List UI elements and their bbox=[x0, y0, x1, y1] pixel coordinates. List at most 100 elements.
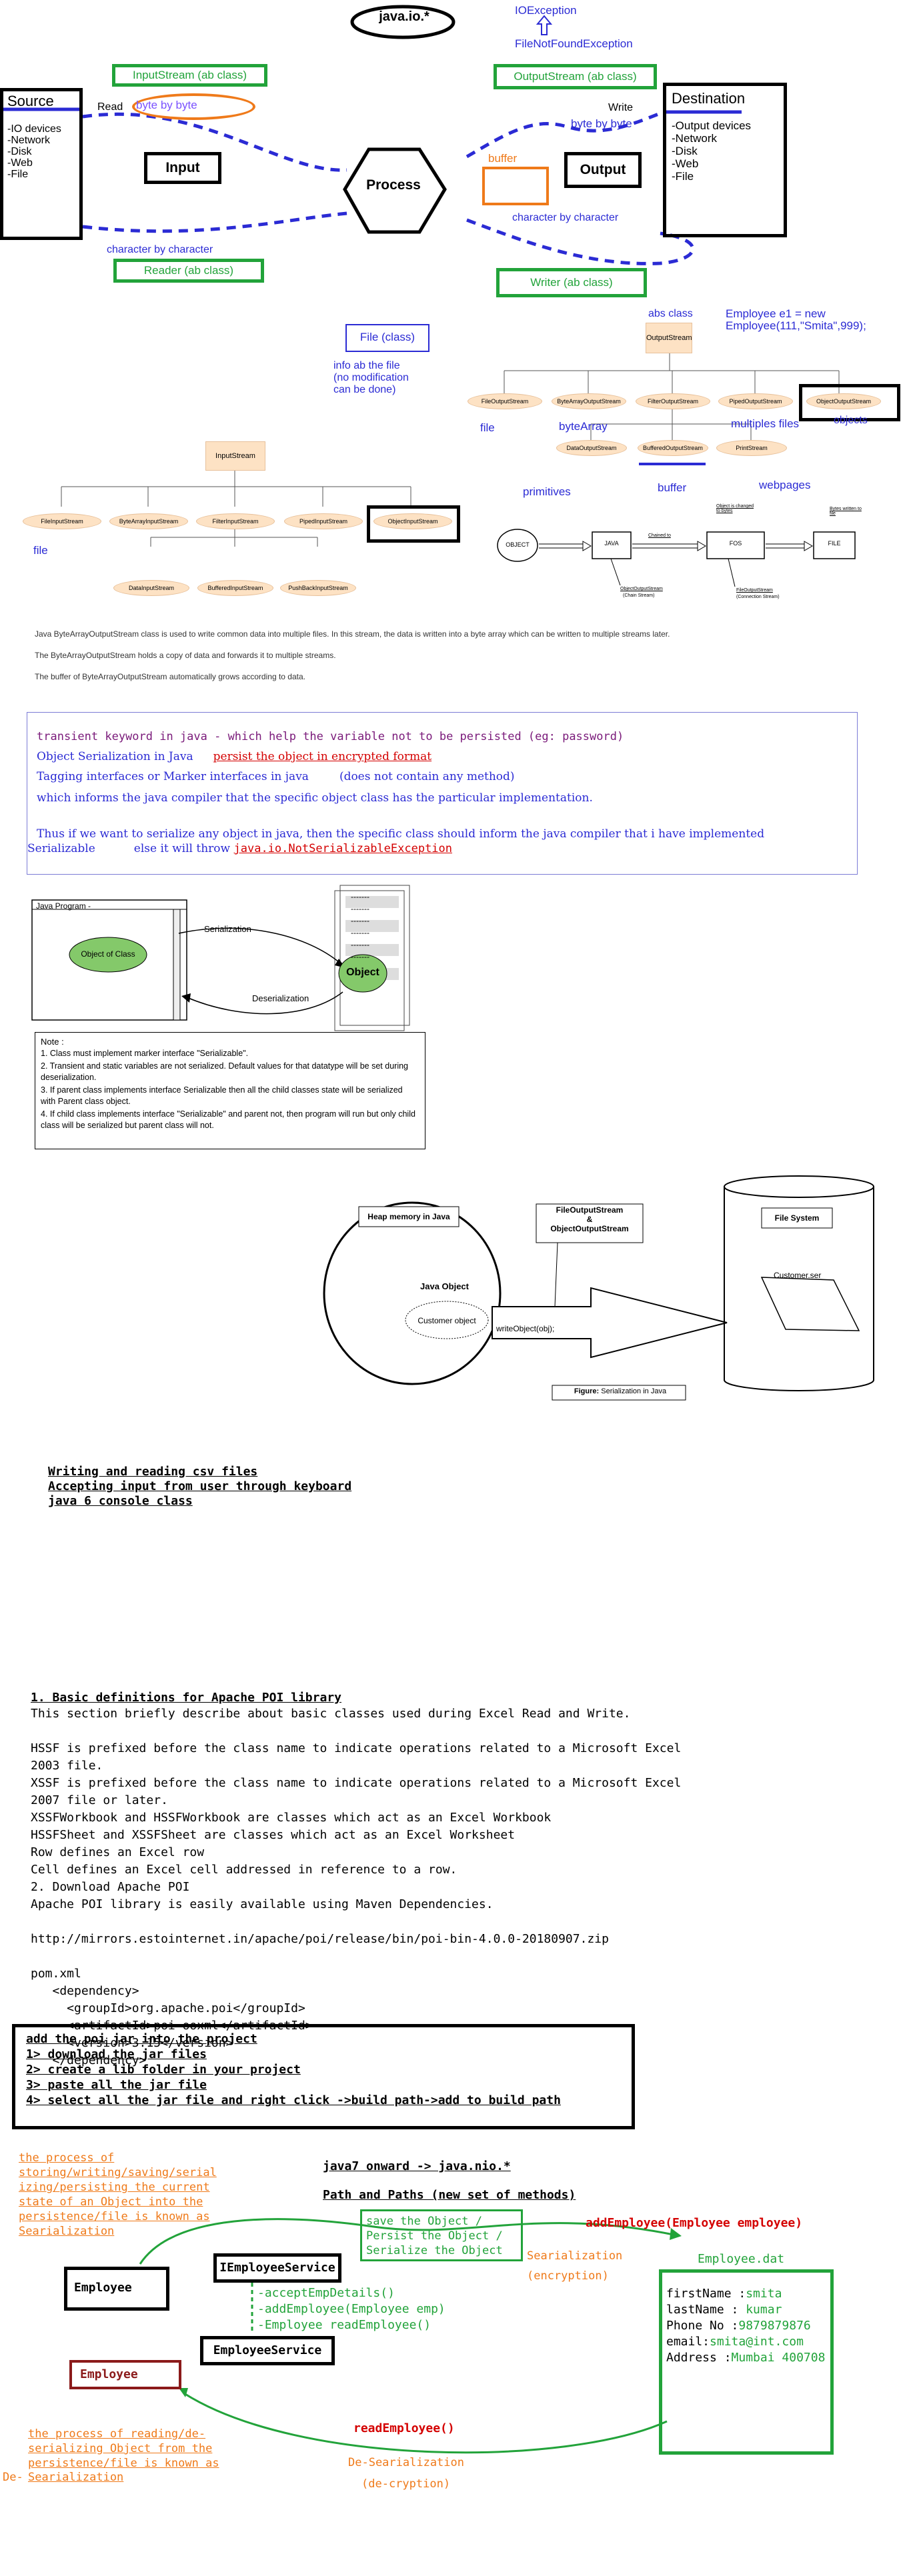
poi-line: HSSF is prefixed before the class name t… bbox=[31, 1741, 682, 1755]
destination-box: Destination -Output devices-Network-Disk… bbox=[663, 83, 787, 237]
save-object-box: save the Object /Persist the Object /Ser… bbox=[360, 2209, 523, 2261]
decryption-label: (de-cryption) bbox=[361, 2477, 451, 2491]
char-by-char-write: character by character bbox=[512, 212, 619, 223]
employee-object-box: Employee bbox=[69, 2360, 181, 2389]
heap-streams-label: FileOutputStream&ObjectOutputStream bbox=[536, 1205, 643, 1233]
dat-field-key: Address : bbox=[666, 2351, 732, 2365]
file-class-box: File (class) bbox=[345, 324, 429, 352]
marker-interface-line: Tagging interfaces or Marker interfaces … bbox=[37, 770, 515, 783]
heap-stream-line: & bbox=[586, 1215, 593, 1224]
out-primitives-label: primitives bbox=[523, 485, 571, 498]
encryption-label: (encryption) bbox=[527, 2269, 609, 2283]
poi-step: 2> create a lib folder in your project bbox=[26, 2063, 301, 2077]
poi-definitions: This section briefly describe about basi… bbox=[31, 1705, 681, 2069]
poi-line: 2007 file or later. bbox=[31, 1793, 168, 1807]
informs-compiler-line: which informs the java compiler that the… bbox=[37, 791, 593, 805]
poi-line: <groupId>org.apache.poi</groupId> bbox=[31, 2001, 305, 2015]
out-multiples-label: multiples files bbox=[731, 417, 800, 430]
abs-class-label: abs class bbox=[648, 308, 693, 319]
buffer-label: buffer bbox=[488, 152, 518, 165]
employee-dat-label: Employee.dat bbox=[698, 2252, 785, 2266]
serialization-label: Searialization bbox=[527, 2249, 623, 2263]
object-output-stream-highlight bbox=[799, 384, 900, 421]
stream-dash-line: ------- bbox=[351, 892, 369, 901]
dat-field-value: Mumbai 400708 bbox=[731, 2351, 826, 2365]
file-system-label: File System bbox=[774, 1213, 820, 1223]
input-stream-class: ByteArrayInputStream bbox=[109, 513, 188, 529]
char-by-char-read: character by character bbox=[107, 244, 213, 255]
serialization-def-line: storing/writing/saving/serial bbox=[19, 2166, 217, 2179]
destination-items: -Output devices-Network-Disk-Web-File bbox=[672, 119, 778, 183]
serialization-def-line: the process of bbox=[19, 2151, 115, 2165]
dat-field-key: firstName : bbox=[666, 2287, 746, 2301]
java7-nio-label: java7 onward -> java.nio.* bbox=[323, 2159, 511, 2173]
read-label: Read bbox=[97, 101, 123, 113]
path-paths-label: Path and Paths (new set of methods) bbox=[323, 2188, 576, 2202]
stream-dash-line: ------- bbox=[351, 904, 369, 913]
note-items: 1. Class must implement marker interface… bbox=[41, 1048, 419, 1131]
reader-abstract-class: Reader (ab class) bbox=[113, 259, 264, 283]
input-stream-root: InputStream bbox=[205, 441, 265, 471]
poi-line: Apache POI library is easily available u… bbox=[31, 1897, 494, 1911]
serialization-arrow-label: Serialization bbox=[204, 924, 251, 934]
process-label: Process bbox=[366, 177, 421, 193]
employee-service-box: EmployeeService bbox=[200, 2336, 335, 2365]
flow-bytes-written: Bytes written to file bbox=[830, 507, 862, 516]
flow-chained-to: Chained to bbox=[648, 533, 671, 538]
byte-by-byte-write: byte by byte bbox=[571, 117, 632, 130]
out-file-label: file bbox=[480, 421, 495, 434]
dat-field: lastName : kumar bbox=[666, 2302, 826, 2318]
serialization-def-line: izing/persisting the current bbox=[19, 2181, 210, 2194]
output-stream-abstract-class: OutputStream (ab class) bbox=[494, 64, 657, 89]
object-stream-label: Object bbox=[346, 967, 379, 978]
io-exception-label: IOException bbox=[515, 4, 577, 17]
dat-field: email:smita@int.com bbox=[666, 2334, 826, 2350]
stream-dash-line: ------- bbox=[351, 928, 369, 937]
save-object-line: Persist the Object / bbox=[366, 2229, 503, 2243]
input-stream-subclass: BufferedInputStream bbox=[197, 580, 273, 596]
stream-dash-line: ------- bbox=[351, 952, 369, 961]
file-info-line: info ab the file bbox=[333, 360, 400, 371]
output-box: Output bbox=[564, 152, 642, 188]
write-label: Write bbox=[608, 102, 634, 113]
destination-item: -File bbox=[672, 170, 694, 183]
stream-dash-line: ------- bbox=[351, 940, 369, 949]
input-stream-class: PipedInputStream bbox=[284, 513, 363, 529]
iemployee-service-box: IEmployeeService bbox=[213, 2253, 341, 2283]
dat-field-key: email: bbox=[666, 2335, 710, 2349]
poi-line: 2003 file. bbox=[31, 1759, 103, 1773]
note-item: 1. Class must implement marker interface… bbox=[41, 1049, 249, 1058]
hierarchy-lines bbox=[61, 353, 856, 587]
destination-title: Destination bbox=[672, 90, 746, 107]
file-not-found-label: FileNotFoundException bbox=[515, 37, 633, 50]
csv-topic: Accepting input from user through keyboa… bbox=[48, 1479, 352, 1493]
dat-field-value: kumar bbox=[746, 2303, 782, 2317]
poi-heading: 1. Basic definitions for Apache POI libr… bbox=[31, 1691, 341, 1705]
dat-field-value: 9879879876 bbox=[738, 2319, 811, 2333]
dat-field-value: smita@int.com bbox=[710, 2335, 804, 2349]
note-item: 2. Transient and static variables are no… bbox=[41, 1061, 408, 1082]
employee-code-line: Employee(111,"Smita",999); bbox=[726, 319, 866, 332]
deserialization-definition: the process of reading/de-serializing Ob… bbox=[28, 2427, 219, 2471]
out-webpages-label: webpages bbox=[759, 479, 811, 491]
save-object-line: Serialize the Object bbox=[366, 2244, 503, 2257]
heap-memory-label: Heap memory in Java bbox=[367, 1212, 450, 1221]
source-item: -Web bbox=[7, 157, 33, 169]
source-item: -File bbox=[7, 169, 29, 180]
source-box: Source -IO devices-Network-Disk-Web-File bbox=[0, 88, 83, 240]
service-method: -acceptEmpDetails() bbox=[257, 2286, 395, 2300]
poi-line: HSSFSheet and XSSFSheet are classes whic… bbox=[31, 1828, 516, 1842]
flow-java: JAVA bbox=[604, 540, 619, 547]
dat-field-key: lastName : bbox=[666, 2303, 746, 2317]
bytearray-desc-1: Java ByteArrayOutputStream class is used… bbox=[35, 629, 670, 639]
transient-notes-box: transient keyword in java - which help t… bbox=[27, 712, 858, 875]
poi-line: XSSF is prefixed before the class name t… bbox=[31, 1776, 682, 1790]
poi-line: Row defines an Excel row bbox=[31, 1845, 205, 1859]
poi-step: 4> select all the jar file and right cli… bbox=[26, 2093, 561, 2107]
input-stream-class: FileInputStream bbox=[23, 513, 101, 529]
